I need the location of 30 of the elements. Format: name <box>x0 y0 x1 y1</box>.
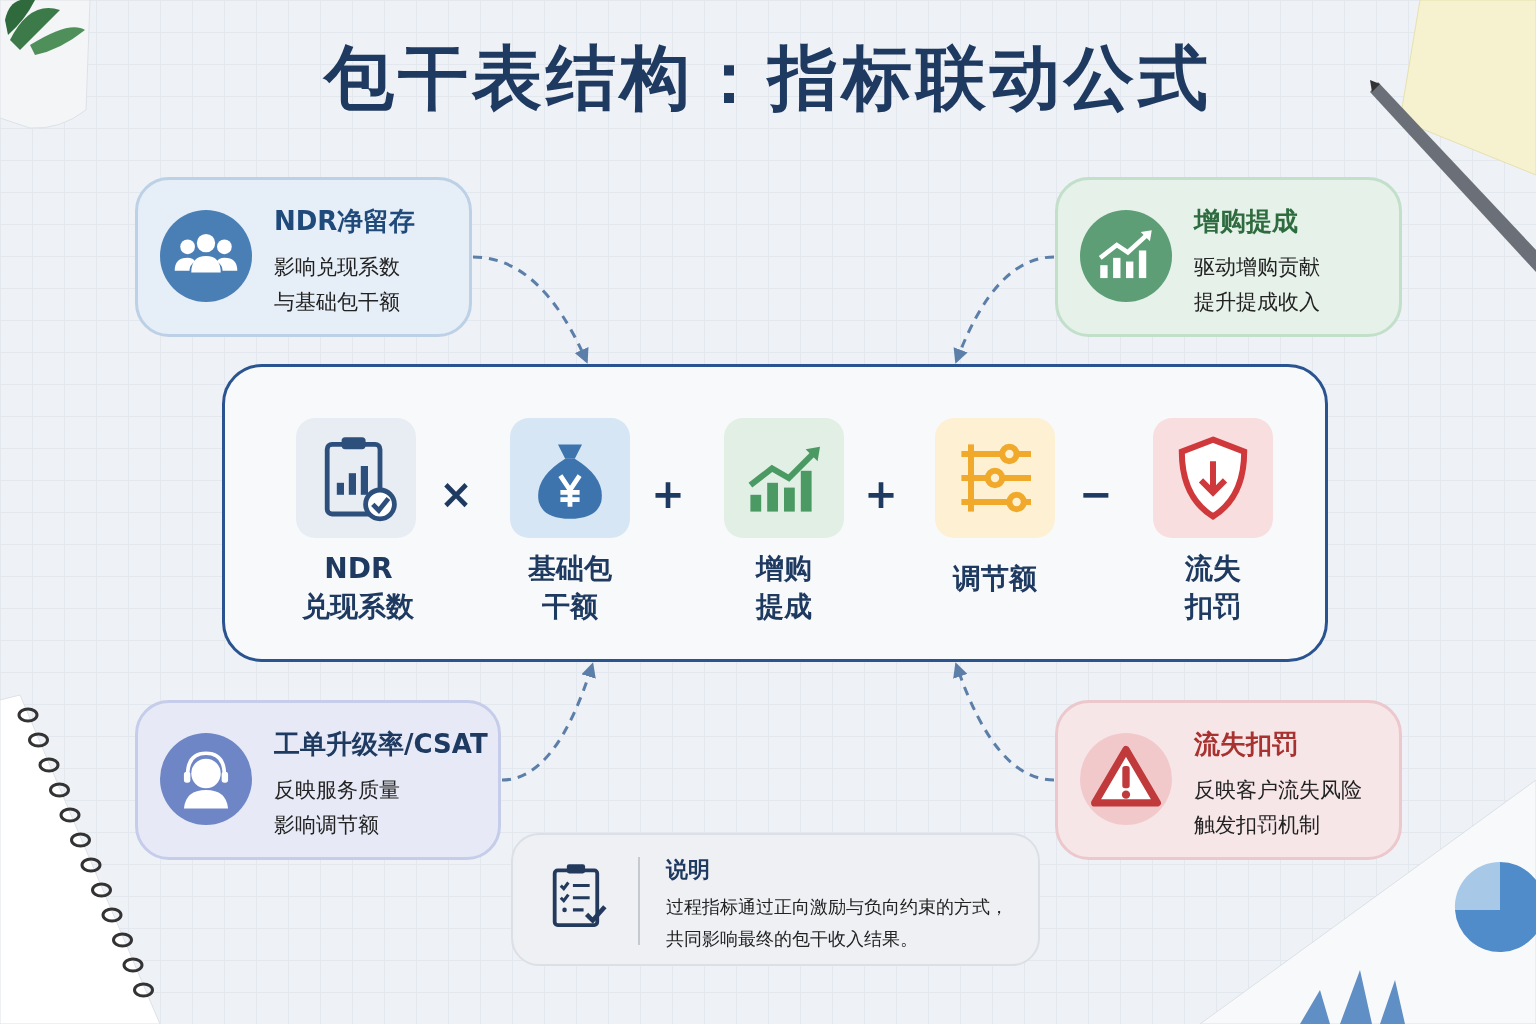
term-label: 基础包干额 <box>527 551 613 625</box>
title: 包干表结构：指标联动公式 <box>324 37 1212 119</box>
dashed-arrow <box>953 662 1055 782</box>
card-title: NDR净留存 <box>274 205 416 238</box>
operator-sign: − <box>1078 470 1114 518</box>
term-label: 流失扣罚 <box>1183 551 1242 625</box>
info-card <box>135 700 501 860</box>
card-title: 增购提成 <box>1194 205 1298 238</box>
operator-sign: + <box>863 470 899 518</box>
dashed-arrow <box>472 255 589 364</box>
note-title: 说明 <box>666 856 710 884</box>
term-label: 增购提成 <box>754 551 813 625</box>
term-label: NDR 兑现系数 <box>301 551 416 625</box>
card-description: 驱动增购贡献提升提成收入 <box>1194 254 1321 316</box>
term-label: 调节额 <box>951 561 1038 597</box>
card-title: 流失扣罚 <box>1194 728 1298 761</box>
operator-sign: × <box>438 470 474 518</box>
dashed-arrow <box>953 255 1055 364</box>
info-card <box>1055 700 1402 860</box>
note-card <box>511 833 1040 966</box>
card-description: 影响兑现系数与基础包干额 <box>274 254 401 316</box>
card-description: 反映客户流失风险触发扣罚机制 <box>1194 777 1363 839</box>
operator-sign: + <box>650 470 686 518</box>
dashed-arrow <box>501 662 596 782</box>
card-title: 工单升级率/CSAT <box>274 728 488 761</box>
info-card <box>1055 177 1402 337</box>
info-card <box>135 177 472 337</box>
card-description: 反映服务质量影响调节额 <box>274 777 401 839</box>
formula-panel <box>222 364 1328 662</box>
note-text: 过程指标通过正向激励与负向约束的方式，共同影响最终的包干收入结果。 <box>666 895 1009 951</box>
